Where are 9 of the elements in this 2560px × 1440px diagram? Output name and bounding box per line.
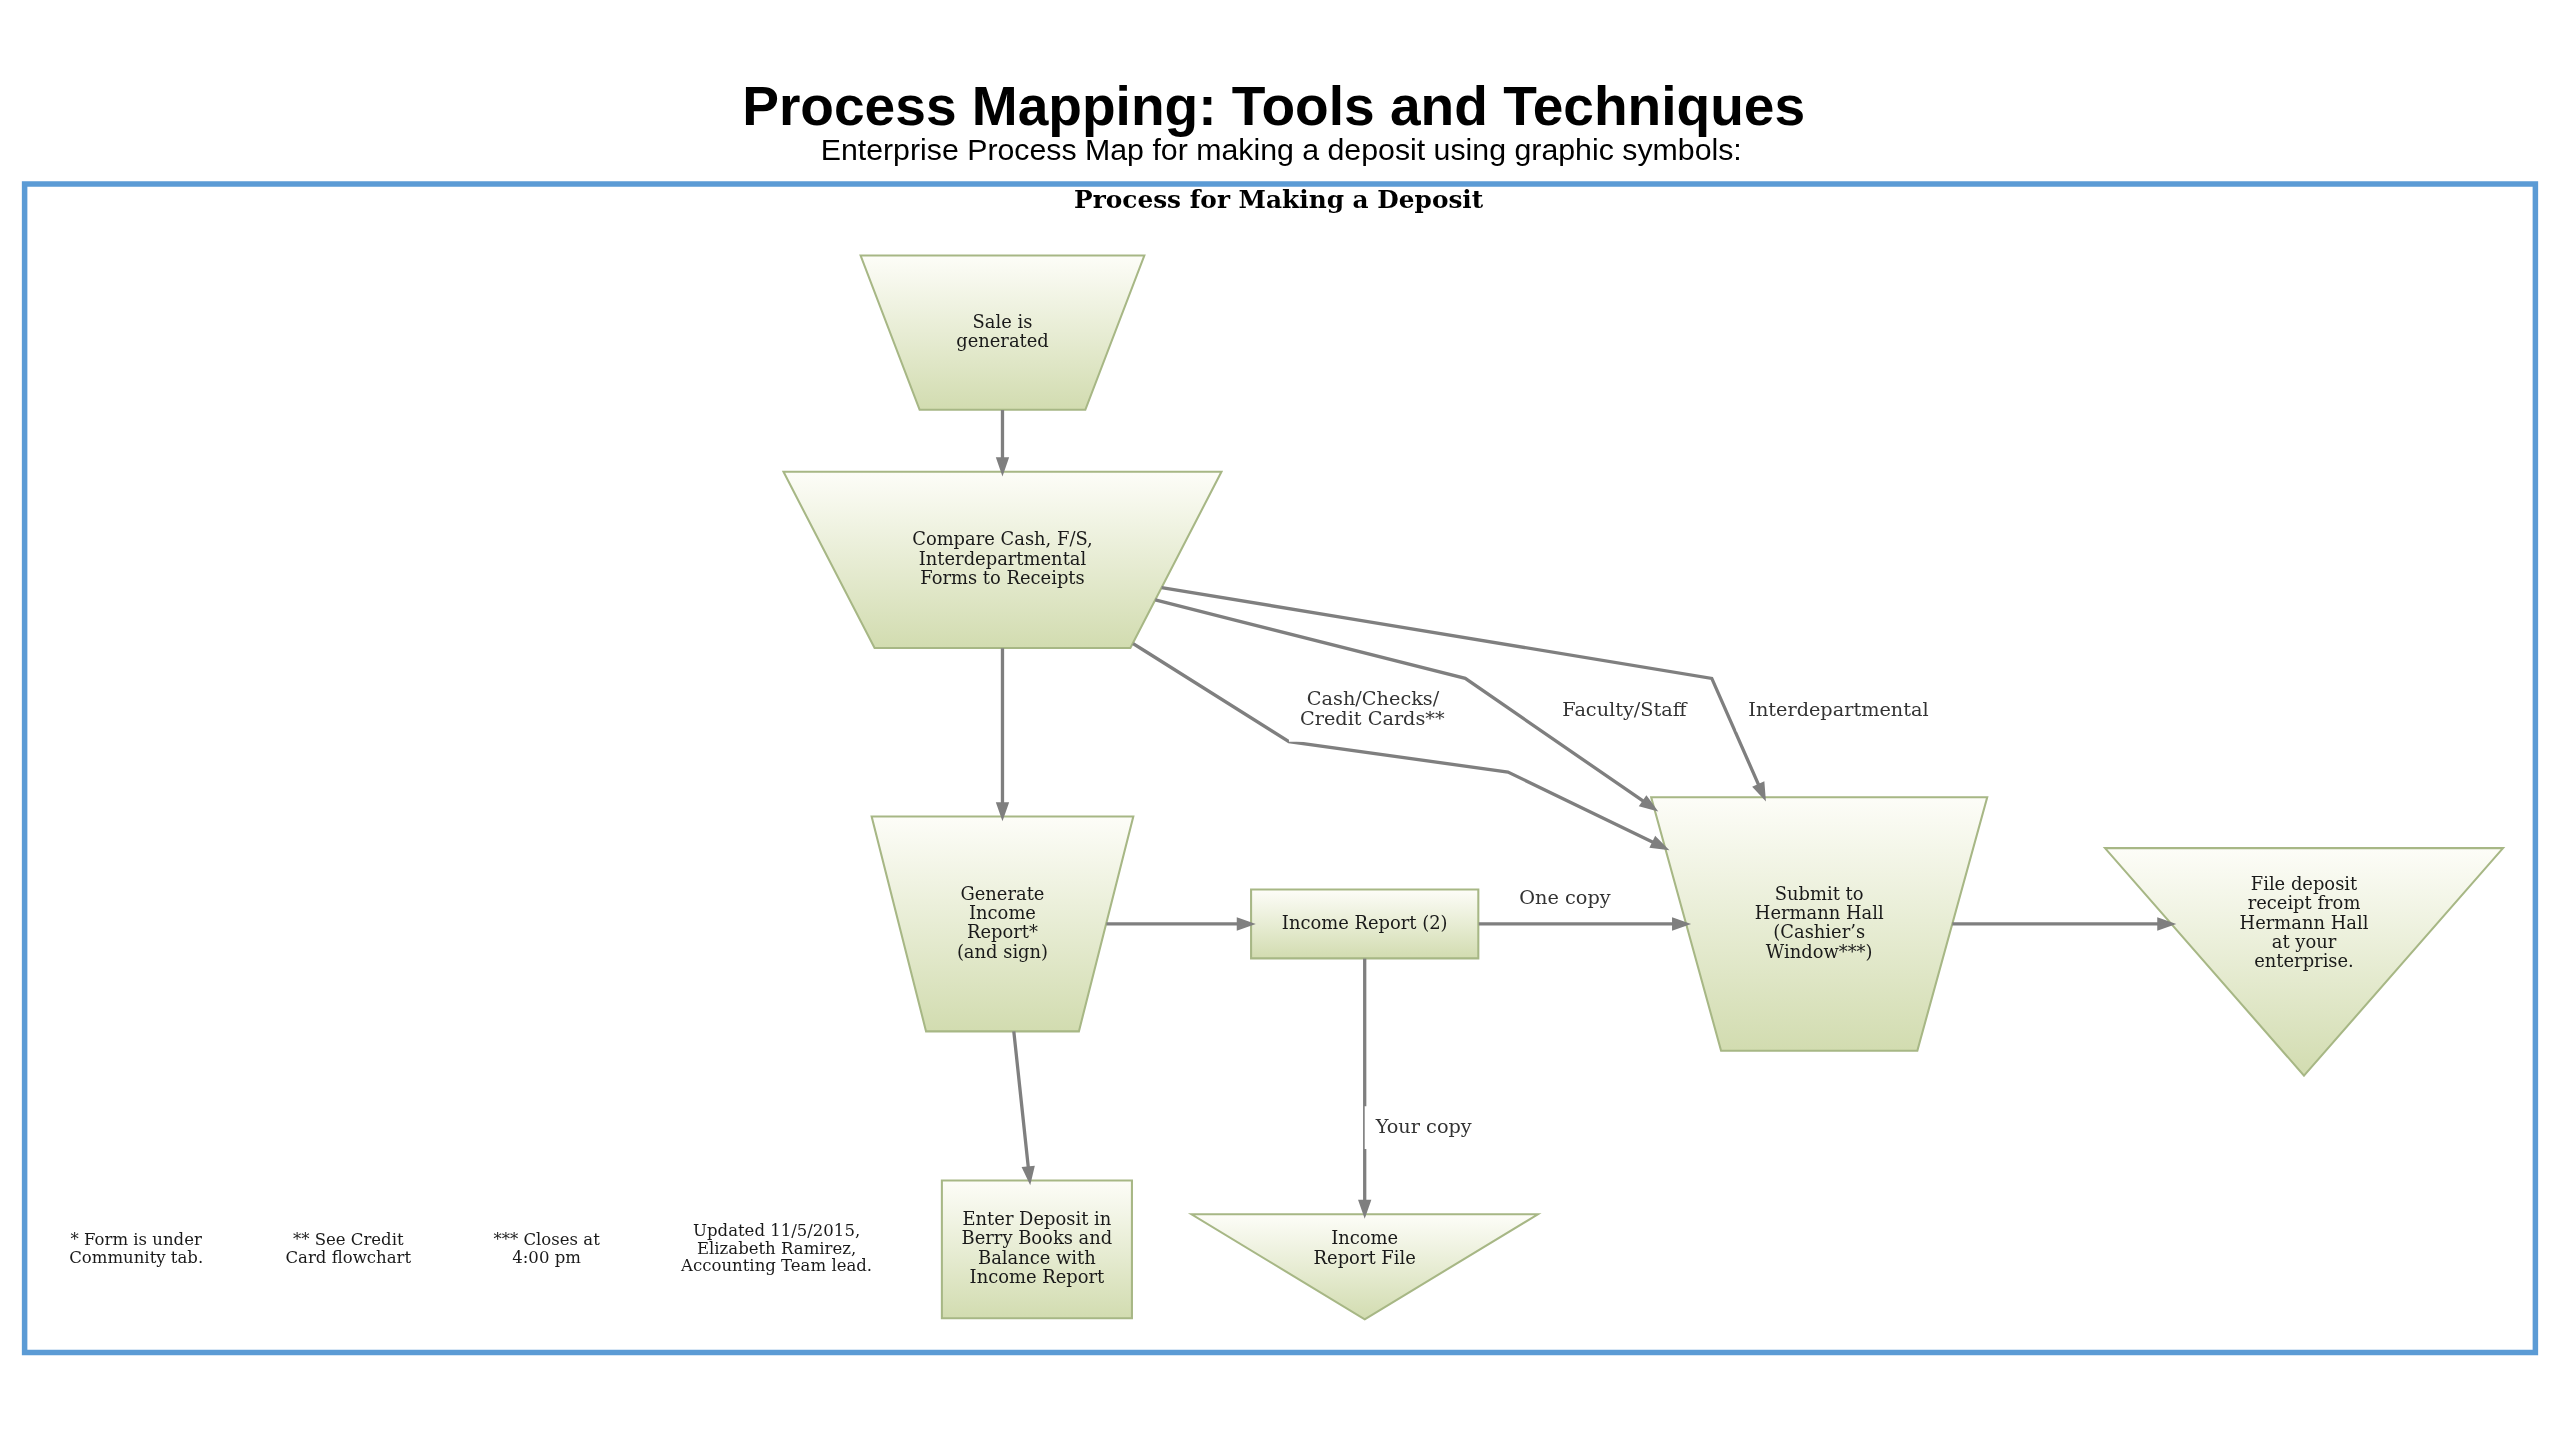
edge-label: One copy bbox=[1519, 886, 1611, 910]
label: *** Closes at 4:00 pm bbox=[493, 1229, 600, 1267]
edge-label: Your copy bbox=[1375, 1115, 1472, 1139]
label: * Form is under Community tab. bbox=[69, 1229, 204, 1267]
label: ** See Credit Card flowchart bbox=[285, 1229, 412, 1267]
edge-label: Interdepartmental bbox=[1748, 697, 1929, 721]
edge-label: Cash/Checks/ Credit Cards** bbox=[1299, 686, 1445, 731]
label: Updated 11/5/2015, Elizabeth Ramirez, Accounting Team lead. bbox=[681, 1220, 873, 1276]
edge-label: Faculty/Staff bbox=[1562, 697, 1687, 721]
